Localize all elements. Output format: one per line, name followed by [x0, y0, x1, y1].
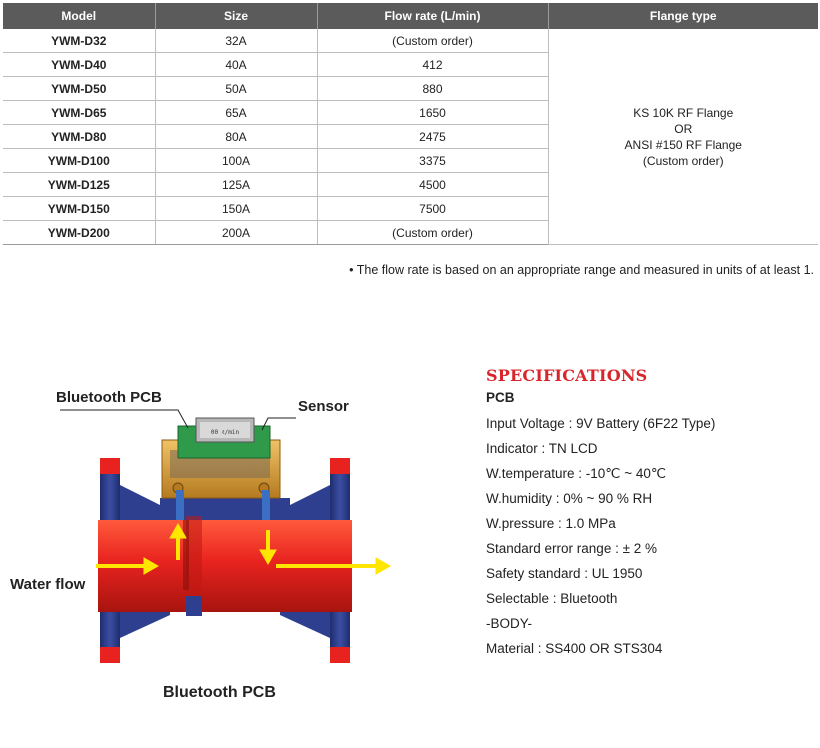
specifications-panel: SPECIFICATIONS PCB Input Voltage : 9V Ba… — [486, 366, 816, 665]
specifications-subtitle: PCB — [486, 390, 515, 405]
bluetooth-pcb-label: Bluetooth PCB — [56, 389, 162, 406]
list-item: W.humidity : 0% ~ 90 % RH — [486, 491, 653, 506]
table-row: YWM-D80 80A 2475 — [3, 124, 818, 149]
table-row: YWM-D65 65A 1650 — [3, 100, 818, 125]
diagram-caption: Bluetooth PCB — [163, 684, 276, 701]
cell-model: YWM-D80 — [3, 124, 156, 149]
cell-model: YWM-D150 — [3, 196, 156, 221]
model-spec-table: Model Size Flow rate (L/min) Flange type… — [3, 3, 818, 245]
list-item: W.temperature : -10℃ ~ 40℃ — [486, 466, 667, 481]
flange-line: OR — [674, 121, 693, 136]
table-row: YWM-D125 125A 4500 — [3, 172, 818, 197]
cell-flow: (Custom order) — [317, 220, 549, 245]
water-flow-label: Water flow — [10, 576, 86, 593]
list-item: Material : SS400 OR STS304 — [486, 641, 663, 656]
list-item: Standard error range : ± 2 % — [486, 541, 657, 556]
cell-flow: 7500 — [317, 196, 549, 221]
header-model: Model — [3, 3, 156, 29]
specifications-title: SPECIFICATIONS — [486, 366, 648, 385]
cell-size: 65A — [155, 100, 318, 125]
flow-arrow-icons — [96, 522, 392, 575]
list-item: Input Voltage : 9V Battery (6F22 Type) — [486, 416, 716, 431]
flange-line: ANSI #150 RF Flange — [624, 137, 742, 152]
sensor-callout-line — [261, 417, 296, 431]
header-flange-type: Flange type — [548, 3, 818, 29]
table-row: YWM-D50 50A 880 — [3, 76, 818, 101]
cell-model: YWM-D100 — [3, 148, 156, 173]
sensor-label: Sensor — [298, 398, 349, 415]
cell-size: 32A — [155, 29, 318, 53]
list-item: W.pressure : 1.0 MPa — [486, 516, 616, 531]
list-item: Selectable : Bluetooth — [486, 591, 618, 606]
table-row: YWM-D100 100A 3375 — [3, 148, 818, 173]
cell-model: YWM-D32 — [3, 29, 156, 53]
table-row: YWM-D40 40A 412 — [3, 52, 818, 77]
cell-flow: 2475 — [317, 124, 549, 149]
cell-size: 50A — [155, 76, 318, 101]
bluetooth-pcb — [177, 417, 271, 459]
sensor-probe-right — [262, 490, 270, 520]
cell-size: 80A — [155, 124, 318, 149]
list-item: Safety standard : UL 1950 — [486, 566, 643, 581]
table-row: YWM-D32 32A (Custom order) KS 10K RF Fla… — [3, 29, 818, 245]
header-flow-rate: Flow rate (L/min) — [317, 3, 549, 29]
table-row: YWM-D200 200A (Custom order) — [3, 220, 818, 245]
water-meter-illustration: 00 ℓ/min — [60, 409, 392, 663]
cell-size: 150A — [155, 196, 318, 221]
cell-model: YWM-D65 — [3, 100, 156, 125]
cell-model: YWM-D40 — [3, 52, 156, 77]
cell-flow: (Custom order) — [317, 29, 549, 53]
cell-flow: 1650 — [317, 100, 549, 125]
cell-flow: 412 — [317, 52, 549, 77]
cell-model: YWM-D50 — [3, 76, 156, 101]
lcd-readout: 00 ℓ/min — [211, 429, 240, 436]
cell-model: YWM-D125 — [3, 172, 156, 197]
body-top-plate — [160, 498, 290, 520]
meter-diagram: 00 ℓ/min Bluetooth PCB Sensor Water flow… — [0, 360, 420, 740]
cell-size: 100A — [155, 148, 318, 173]
cell-flow: 880 — [317, 76, 549, 101]
specifications-list: Input Voltage : 9V Battery (6F22 Type) I… — [486, 415, 816, 665]
table-row: YWM-D150 150A 7500 — [3, 196, 818, 221]
cell-size: 200A — [155, 220, 318, 245]
pcb-callout-line — [60, 409, 189, 429]
cell-flow: 3375 — [317, 148, 549, 173]
list-item: -BODY- — [486, 616, 533, 631]
cell-flange-type: KS 10K RF Flange OR ANSI #150 RF Flange … — [548, 29, 818, 245]
cell-model: YWM-D200 — [3, 220, 156, 245]
flange-line: (Custom order) — [642, 153, 724, 168]
header-size: Size — [155, 3, 318, 29]
cell-size: 125A — [155, 172, 318, 197]
cell-size: 40A — [155, 52, 318, 77]
flow-rate-footnote: • The flow rate is based on an appropria… — [349, 263, 814, 277]
cell-flow: 4500 — [317, 172, 549, 197]
table-header-row: Model Size Flow rate (L/min) Flange type — [3, 3, 818, 29]
pipe-body — [98, 520, 352, 612]
sensor-probe-left — [176, 490, 184, 520]
flange-line: KS 10K RF Flange — [633, 105, 734, 120]
list-item: Indicator : TN LCD — [486, 441, 598, 456]
